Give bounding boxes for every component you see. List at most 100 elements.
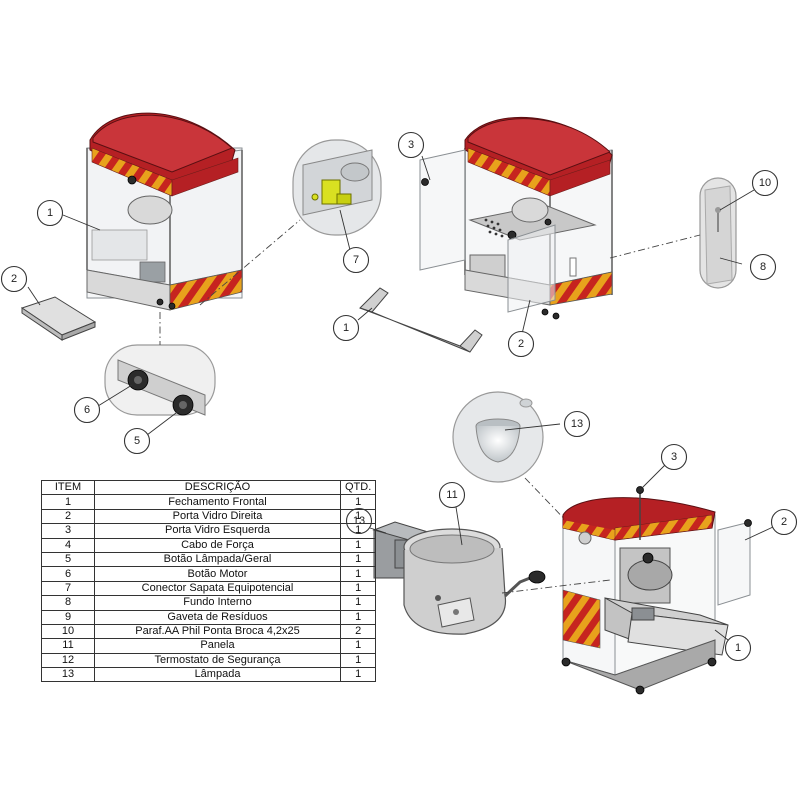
cell-description: Fundo Interno	[94, 595, 341, 611]
svg-text:6: 6	[84, 404, 90, 416]
table-header-row: ITEM DESCRIÇÃO QTD.	[41, 479, 377, 496]
header-description: DESCRIÇÃO	[94, 479, 341, 496]
cell-description: Gaveta de Resíduos	[94, 609, 341, 625]
svg-text:1: 1	[47, 207, 53, 219]
callout-13-a: 13	[563, 410, 591, 438]
cell-qty: 1	[339, 667, 377, 683]
svg-text:10: 10	[759, 177, 771, 189]
cell-qty: 1	[339, 566, 377, 582]
cell-description: Fechamento Frontal	[94, 494, 341, 510]
callout-5: 5	[123, 427, 151, 455]
machine-rear-exploded-view	[561, 486, 752, 695]
header-item: ITEM	[41, 479, 95, 496]
front-closure-panel	[359, 287, 483, 353]
cell-qty: 1	[339, 551, 377, 568]
cell-item: 10	[41, 623, 95, 640]
cell-item: 7	[41, 580, 95, 597]
callout-2-c: 2	[770, 508, 798, 536]
cell-item: 8	[41, 595, 95, 611]
leader-lines	[27, 155, 774, 641]
svg-text:7: 7	[353, 254, 359, 266]
callout-1-a: 1	[36, 199, 64, 227]
cell-item: 12	[41, 652, 95, 669]
lamp-detail	[452, 391, 544, 483]
cell-qty: 2	[339, 623, 377, 640]
callout-1-b: 1	[332, 314, 360, 342]
cell-description: Termostato de Segurança	[94, 652, 341, 669]
cell-qty: 1	[339, 523, 377, 539]
svg-text:2: 2	[11, 273, 17, 285]
machine-exploded-view	[419, 117, 613, 320]
callout-7: 7	[342, 246, 370, 274]
callout-10: 10	[751, 169, 779, 197]
cell-description: Porta Vidro Direita	[94, 508, 341, 525]
callout-1-c: 1	[724, 634, 752, 662]
svg-text:5: 5	[134, 435, 140, 447]
cell-item: 3	[41, 523, 95, 539]
cell-qty: 1	[339, 494, 377, 510]
cell-description: Paraf.AA Phil Ponta Broca 4,2x25	[94, 623, 341, 640]
svg-text:2: 2	[518, 338, 524, 350]
cell-qty: 1	[339, 638, 377, 654]
switch-panel-detail	[104, 344, 216, 416]
machine-front-view	[86, 112, 243, 311]
header-qty: QTD.	[339, 479, 377, 496]
callout-2-b: 2	[507, 330, 535, 358]
callout-6: 6	[73, 396, 101, 424]
cell-item: 6	[41, 566, 95, 582]
cell-item: 2	[41, 508, 95, 525]
callout-bubbles: 1 2 6 5 7 3 1 2 10 8 13 3 11 13 2 1	[0, 131, 798, 662]
inner-back-panel	[699, 177, 737, 289]
cell-qty: 1	[339, 580, 377, 597]
waste-drawer	[20, 296, 97, 341]
kettle-assembly	[372, 521, 546, 635]
cell-item: 4	[41, 537, 95, 553]
cell-description: Botão Lâmpada/Geral	[94, 551, 341, 568]
cell-qty: 1	[339, 508, 377, 525]
cell-description: Lâmpada	[94, 667, 341, 683]
callout-3-a: 3	[397, 131, 425, 159]
cell-description: Panela	[94, 638, 341, 654]
cell-description: Botão Motor	[94, 566, 341, 582]
cell-item: 5	[41, 551, 95, 568]
cell-item: 9	[41, 609, 95, 625]
cell-description: Porta Vidro Esquerda	[94, 523, 341, 539]
svg-text:2: 2	[781, 516, 787, 528]
svg-text:3: 3	[408, 139, 414, 151]
cell-item: 1	[41, 494, 95, 510]
cell-description: Cabo de Força	[94, 537, 341, 553]
equipotential-connector-detail	[292, 139, 382, 236]
svg-text:1: 1	[735, 642, 741, 654]
cell-item: 11	[41, 638, 95, 654]
svg-text:3: 3	[671, 451, 677, 463]
cell-item: 13	[41, 667, 95, 683]
svg-text:13: 13	[571, 418, 583, 430]
callout-2-a: 2	[0, 265, 28, 293]
callout-3-b: 3	[660, 443, 688, 471]
cell-qty: 1	[339, 609, 377, 625]
svg-text:11: 11	[446, 489, 457, 501]
callout-8: 8	[749, 253, 777, 281]
cell-qty: 1	[339, 595, 377, 611]
cell-qty: 1	[339, 537, 377, 553]
cell-qty: 1	[339, 652, 377, 669]
callout-11: 11	[438, 481, 466, 509]
svg-text:8: 8	[760, 261, 766, 273]
cell-description: Conector Sapata Equipotencial	[94, 580, 341, 597]
svg-text:1: 1	[343, 322, 349, 334]
